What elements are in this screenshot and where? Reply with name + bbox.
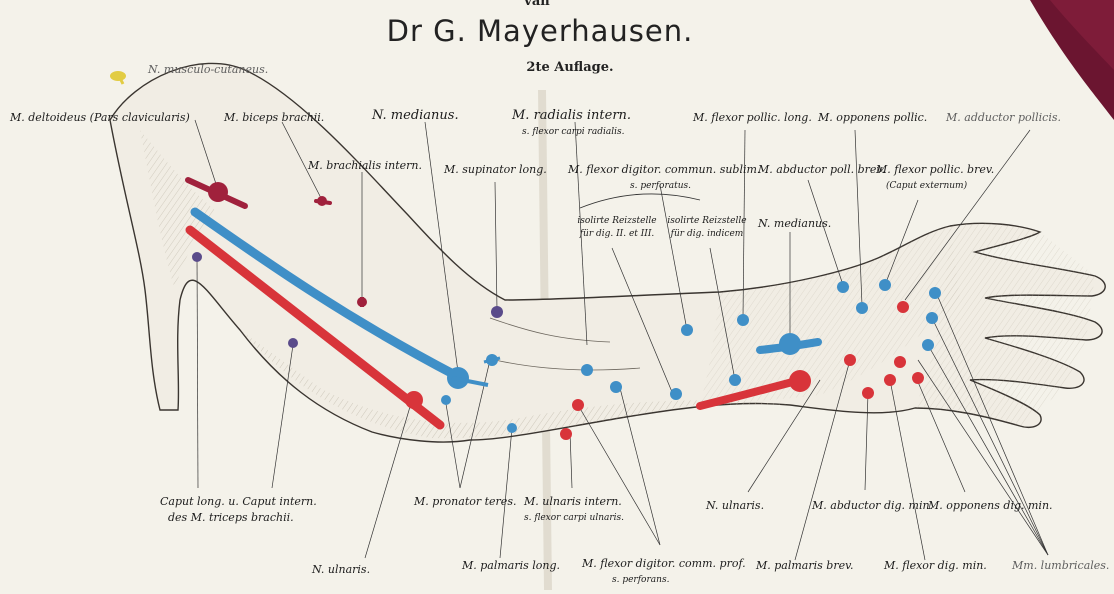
- label-m-abductor-poll-brev: M. abductor poll. brev.: [758, 164, 885, 176]
- label-n-musculocutaneus: N. musculo-cutaneus.: [148, 64, 268, 76]
- label-m-pronator-teres: M. pronator teres.: [414, 496, 516, 508]
- label-m-biceps: M. biceps brachii.: [224, 112, 324, 124]
- label-m-opponens-pollic: M. opponens pollic.: [818, 112, 927, 124]
- label-caput-triceps-1: Caput long. u. Caput intern.: [160, 496, 317, 508]
- label-m-ulnaris-intern: M. ulnaris intern.: [524, 496, 622, 508]
- label-n-medianus-lower: N. medianus.: [758, 218, 831, 230]
- label-m-flexor-pollic-brev-sub: (Caput externum): [886, 180, 967, 192]
- label-mm-lumbricales: Mm. lumbricales.: [1012, 560, 1109, 572]
- label-isolirte-1-a: isolirte Reizstelle: [577, 215, 657, 227]
- label-m-abductor-dig-min: M. abductor dig. min.: [812, 500, 933, 512]
- label-m-palmaris-brev: M. palmaris brev.: [756, 560, 854, 572]
- edition-label: 2te Auflage.: [500, 60, 640, 75]
- label-m-deltoideus: M. deltoideus (Pars clavicularis): [10, 112, 190, 124]
- label-n-ulnaris-bottom: N. ulnaris.: [312, 564, 370, 576]
- label-n-medianus-upper: N. medianus.: [372, 110, 459, 122]
- label-m-radialis-intern-sub: s. flexor carpi radialis.: [522, 126, 624, 138]
- label-m-palmaris-long: M. palmaris long.: [462, 560, 560, 572]
- label-m-flexor-digitor-sublim-sub: s. perforatus.: [630, 180, 691, 192]
- label-m-ulnaris-intern-sub: s. flexor carpi ulnaris.: [524, 512, 624, 524]
- label-m-flexor-dig-min: M. flexor dig. min.: [884, 560, 987, 572]
- label-m-opponens-dig-min: M. opponens dig. min.: [928, 500, 1053, 512]
- label-m-flexor-digitor-prof-sub: s. perforans.: [612, 574, 669, 586]
- label-m-flexor-pollic-brev: M. flexor pollic. brev.: [876, 164, 994, 176]
- label-m-adductor-pollicis: M. adductor pollicis.: [946, 112, 1061, 124]
- label-isolirte-1-b: für dig. II. et III.: [577, 228, 657, 240]
- label-m-radialis-intern: M. radialis intern.: [512, 110, 631, 122]
- label-m-supinator-long: M. supinator long.: [444, 164, 547, 176]
- label-isolirte-2-a: isolirte Reizstelle: [666, 215, 748, 227]
- author-title: Dr G. Mayerhausen.: [380, 14, 700, 48]
- header-van: van: [487, 0, 587, 9]
- label-m-brachialis-intern: M. brachialis intern.: [308, 160, 422, 172]
- label-m-flexor-digitor-prof: M. flexor digitor. comm. prof.: [582, 558, 746, 570]
- label-isolirte-2-b: für dig. indicem: [666, 228, 748, 240]
- label-caput-triceps-2: des M. triceps brachii.: [168, 512, 294, 524]
- label-m-flexor-digitor-sublim: M. flexor digitor. commun. sublim.: [568, 164, 760, 176]
- label-n-ulnaris-wrist: N. ulnaris.: [706, 500, 764, 512]
- label-m-flexor-pollic-long: M. flexor pollic. long.: [693, 112, 812, 124]
